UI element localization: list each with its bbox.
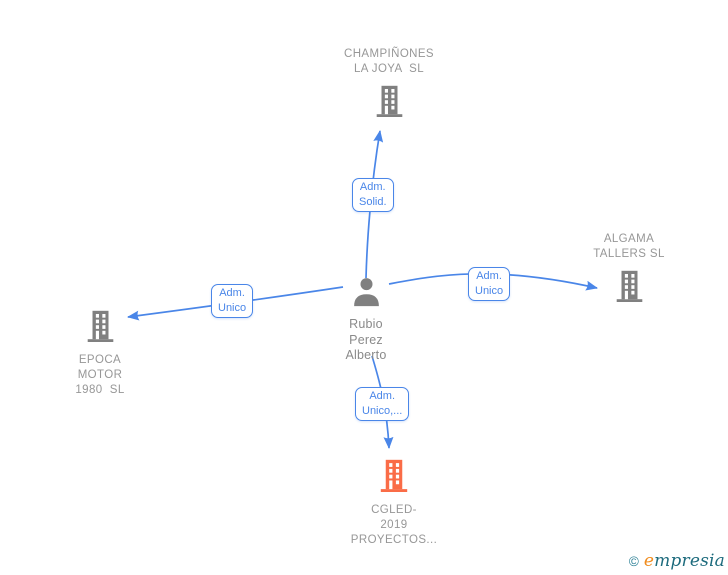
company-name: CGLED- 2019 PROYECTOS... [350,504,438,546]
person-name: Rubio Perez Alberto [345,317,387,362]
company-name: CHAMPIÑONES LA JOYA SL [343,48,435,75]
node-cgled-2019[interactable]: CGLED- 2019 PROYECTOS... [319,459,469,548]
company-name: EPOCA MOTOR 1980 SL [75,354,125,396]
person-icon [351,277,382,312]
brand-rest: mpresia [654,551,725,571]
node-epoca-motor[interactable]: EPOCA MOTOR 1980 SL [40,310,160,398]
building-icon-orange [377,459,411,497]
edge-label-adm-unico-bottom[interactable]: Adm. Unico,... [355,387,410,421]
building-icon [86,310,115,347]
brand-first-letter: e [643,551,655,571]
building-icon [615,270,644,307]
company-name: ALGAMA TALLERS SL [593,233,665,260]
node-algama-tallers[interactable]: ALGAMA TALLERS SL [569,232,689,307]
edge-label-adm-unico-right[interactable]: Adm. Unico [468,267,511,301]
node-champinones-la-joya[interactable]: CHAMPIÑONES LA JOYA SL [314,47,464,122]
brand-wordmark: empresia [644,551,725,571]
node-person-rubio-perez[interactable]: Rubio Perez Alberto [306,277,426,364]
edge-label-adm-solid[interactable]: Adm. Solid. [352,178,394,212]
empresia-logo[interactable]: © empresia [629,551,725,571]
edge-label-adm-unico-left[interactable]: Adm. Unico [211,284,254,318]
copyright-symbol: © [628,554,639,569]
building-icon [375,85,404,122]
